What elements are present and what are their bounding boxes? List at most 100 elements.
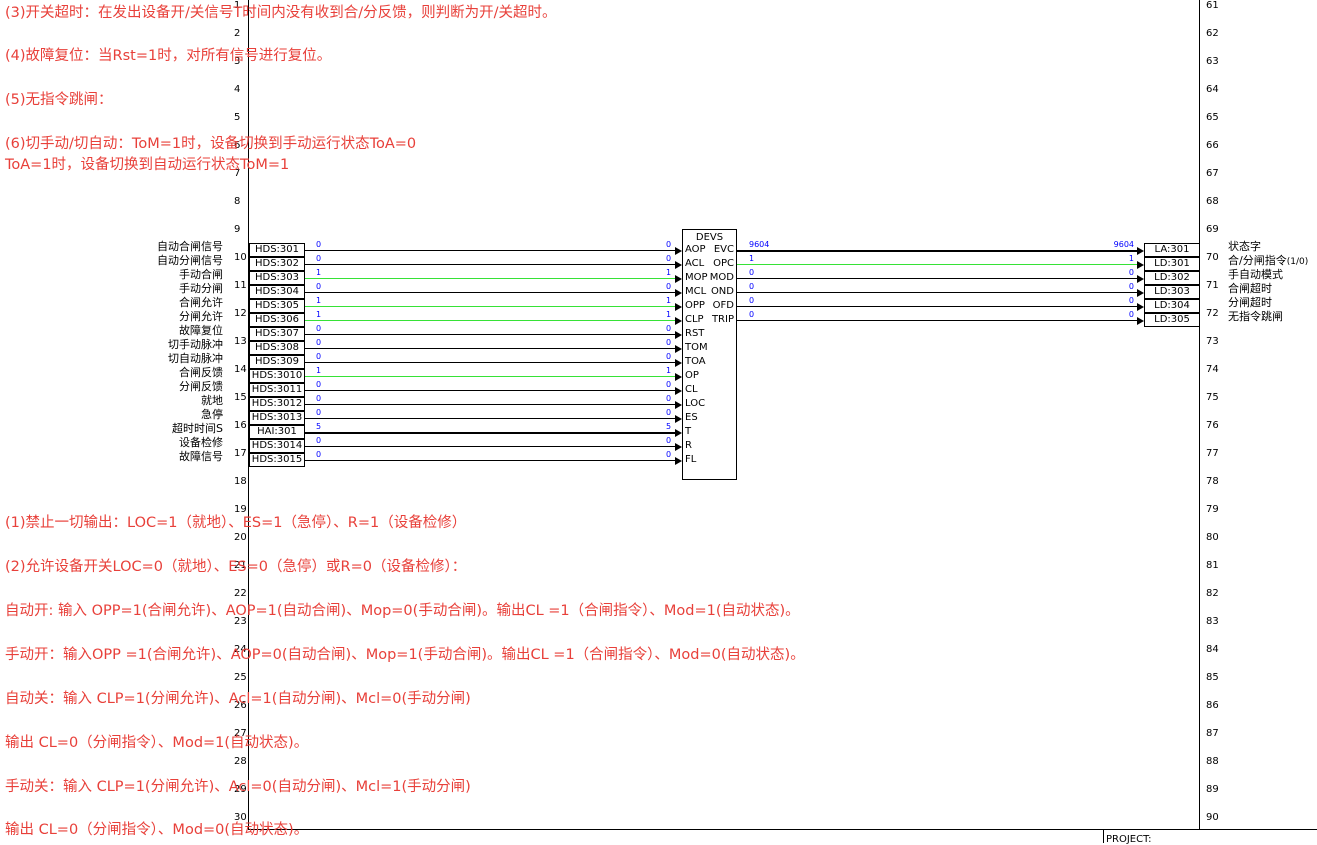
input-tag[interactable]: HDS:3015 [249,453,305,467]
input-value: 0 [666,380,672,389]
row-number: 80 [1206,532,1219,543]
input-value: 0 [666,254,672,263]
arrow-head [675,442,682,451]
arrow-head [675,386,682,395]
arrow-head [1137,316,1144,325]
input-pin-label: MCL [685,286,707,297]
right-border-line [1199,0,1200,830]
note-text: (4)故障复位：当Rst=1时，对所有信号进行复位。 [5,48,332,64]
row-number: 26 [234,700,247,711]
output-value: 1 [749,254,755,263]
row-number: 77 [1206,448,1219,459]
row-number: 22 [234,588,247,599]
input-tag[interactable]: HDS:3013 [249,411,305,425]
input-tag[interactable]: HDS:3012 [249,397,305,411]
output-value: 9604 [1113,240,1134,249]
input-pin-label: TOA [685,356,706,367]
input-tag[interactable]: HAI:301 [249,425,305,439]
input-value: 1 [666,268,672,277]
input-tag[interactable]: HDS:302 [249,257,305,271]
row-number: 15 [234,392,247,403]
arrow-head [1137,246,1144,255]
input-signal-label: 手动合闸 [179,268,223,281]
input-pin-label: AOP [685,244,706,255]
input-value: 0 [316,380,322,389]
input-value: 0 [666,324,672,333]
input-tag[interactable]: HDS:307 [249,327,305,341]
input-value: 0 [316,324,322,333]
output-value: 0 [749,268,755,277]
note-text: (1)禁止一切输出：LOC=1（就地）、ES=1（急停）、R=1（设备检修） [5,515,467,531]
input-value: 5 [316,422,322,431]
output-tag[interactable]: LA:301 [1144,243,1200,257]
row-number: 30 [234,812,247,823]
output-value: 0 [749,296,755,305]
input-value: 0 [316,450,322,459]
input-tag[interactable]: HDS:306 [249,313,305,327]
output-tag[interactable]: LD:302 [1144,271,1200,285]
row-number: 10 [234,252,247,263]
input-tag[interactable]: HDS:3011 [249,383,305,397]
row-number: 18 [234,476,247,487]
output-tag[interactable]: LD:301 [1144,257,1200,271]
output-signal-label: 无指令跳闸 [1228,311,1283,323]
output-value: 0 [749,310,755,319]
input-wire [305,404,675,405]
input-tag[interactable]: HDS:304 [249,285,305,299]
output-value: 0 [1128,310,1134,319]
row-number: 4 [234,84,241,95]
input-wire [305,460,675,461]
row-number: 79 [1206,504,1219,515]
input-wire [305,376,675,377]
output-tag[interactable]: LD:305 [1144,313,1200,327]
arrow-head [675,288,682,297]
input-tag[interactable]: HDS:3010 [249,369,305,383]
output-wire [737,278,1137,279]
row-number: 75 [1206,392,1219,403]
row-number: 20 [234,532,247,543]
row-number: 78 [1206,476,1219,487]
row-number: 7 [234,168,241,179]
arrow-head [675,400,682,409]
note-text: 手动开：输入OPP =1(合闸允许)、AOP=0(自动合闸)、Mop=1(手动合… [5,647,805,663]
output-tag[interactable]: LD:303 [1144,285,1200,299]
input-signal-label: 合闸反馈 [179,366,223,379]
arrow-head [675,246,682,255]
input-value: 0 [316,436,322,445]
input-tag[interactable]: HDS:3014 [249,439,305,453]
input-wire [305,306,675,307]
row-number: 82 [1206,588,1219,599]
input-wire [305,278,675,279]
input-value: 0 [666,352,672,361]
input-tag[interactable]: HDS:309 [249,355,305,369]
row-number: 65 [1206,112,1219,123]
block-title: DEVS [695,232,724,243]
output-tag[interactable]: LD:304 [1144,299,1200,313]
output-signal-label: 手自动模式 [1228,269,1283,281]
row-number: 76 [1206,420,1219,431]
note-text: (3)开关超时：在发出设备开/关信号T时间内没有收到合/分反馈，则判断为开/关超… [5,5,557,21]
input-wire [305,292,675,293]
row-number: 68 [1206,196,1219,207]
input-tag[interactable]: HDS:303 [249,271,305,285]
row-number: 8 [234,196,241,207]
input-value: 0 [666,282,672,291]
row-number: 74 [1206,364,1219,375]
output-signal-label: 分闸超时 [1228,297,1272,309]
title-block-divider [1103,829,1104,843]
row-number: 25 [234,672,247,683]
input-value: 0 [316,240,322,249]
input-tag[interactable]: HDS:301 [249,243,305,257]
row-number: 84 [1206,644,1219,655]
output-label-text: 分闸超时 [1228,296,1272,309]
input-signal-label: 合闸允许 [179,296,223,309]
input-value: 0 [316,352,322,361]
note-text: 自动开: 输入 OPP=1(合闸允许)、AOP=1(自动合闸)、Mop=0(手动… [5,603,800,619]
input-tag[interactable]: HDS:305 [249,299,305,313]
input-tag[interactable]: HDS:308 [249,341,305,355]
input-wire [305,320,675,321]
input-pin-label: LOC [685,398,706,409]
output-wire [737,250,1137,252]
